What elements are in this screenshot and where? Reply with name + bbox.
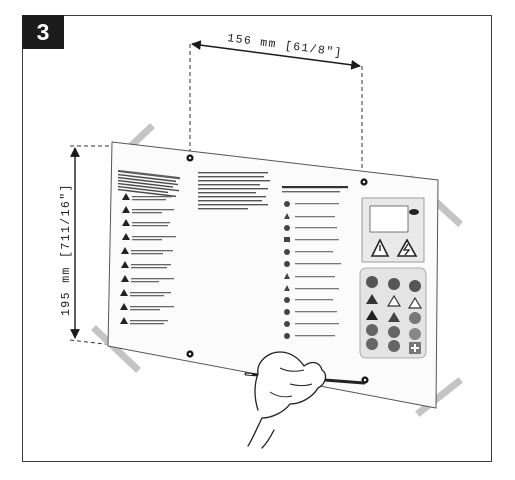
plate-outline — [107, 141, 439, 409]
step-number-badge: 3 — [22, 15, 64, 49]
mandatory-icon — [388, 326, 400, 338]
warning-triangle-icon — [388, 312, 400, 322]
electric-hazard-icon — [396, 238, 418, 257]
mandatory-icons-row-2 — [366, 338, 421, 354]
symbol-legend-column — [282, 186, 348, 339]
warning-triangle-icon — [370, 238, 390, 257]
width-arrow — [191, 40, 361, 70]
warning-triangle-icon — [122, 233, 130, 240]
warning-triangle-icon — [120, 303, 128, 310]
mandatory-icon — [366, 324, 378, 336]
tape-bottom-left — [91, 325, 141, 373]
height-label: 195 mm [711/16"] — [60, 183, 73, 316]
screw-hole-icon — [186, 350, 194, 358]
prohibition-icons-row — [366, 276, 421, 292]
mandatory-icons-row-1 — [366, 324, 421, 340]
hand-holding-pencil-icon — [244, 351, 366, 449]
prohibition-icon — [388, 278, 400, 290]
warning-triangle-icon — [122, 219, 130, 226]
warning-list-column-1 — [120, 193, 176, 325]
safety-sign-plate — [107, 141, 439, 409]
warning-triangle-icon — [120, 289, 128, 296]
eye-icon — [409, 209, 419, 215]
mandatory-icon — [409, 328, 421, 340]
text-column-2 — [198, 172, 270, 210]
mandatory-icon — [388, 340, 400, 352]
warning-triangle-icon — [122, 206, 130, 213]
warning-triangle-icon — [121, 261, 129, 268]
first-aid-cross-icon — [409, 342, 421, 354]
mandatory-icon — [409, 312, 421, 324]
warning-triangle-icon — [121, 275, 129, 282]
warning-triangle-icon — [121, 247, 129, 254]
text-column-1 — [118, 169, 180, 198]
screw-hole-icon — [360, 178, 368, 186]
safety-icon-panel — [359, 267, 427, 359]
prohibition-icon — [366, 276, 378, 288]
warning-triangle-icon — [386, 294, 402, 307]
warning-triangle-icon — [120, 317, 128, 324]
tape-bottom-right — [415, 377, 463, 417]
warning-triangle-icon — [407, 296, 423, 309]
warning-icons-row-2 — [366, 310, 421, 324]
step-number: 3 — [36, 18, 50, 45]
screw-hole-icon — [186, 154, 194, 162]
mandatory-icon — [366, 338, 378, 350]
screw-holes — [186, 154, 369, 384]
warning-card — [361, 197, 425, 263]
warning-icons-row-1 — [366, 294, 423, 309]
manual-illustration — [369, 205, 409, 233]
warning-triangle-icon — [122, 193, 130, 200]
prohibition-icon — [409, 280, 421, 292]
warning-triangle-icon — [366, 294, 378, 304]
warning-triangle-icon — [366, 310, 378, 320]
